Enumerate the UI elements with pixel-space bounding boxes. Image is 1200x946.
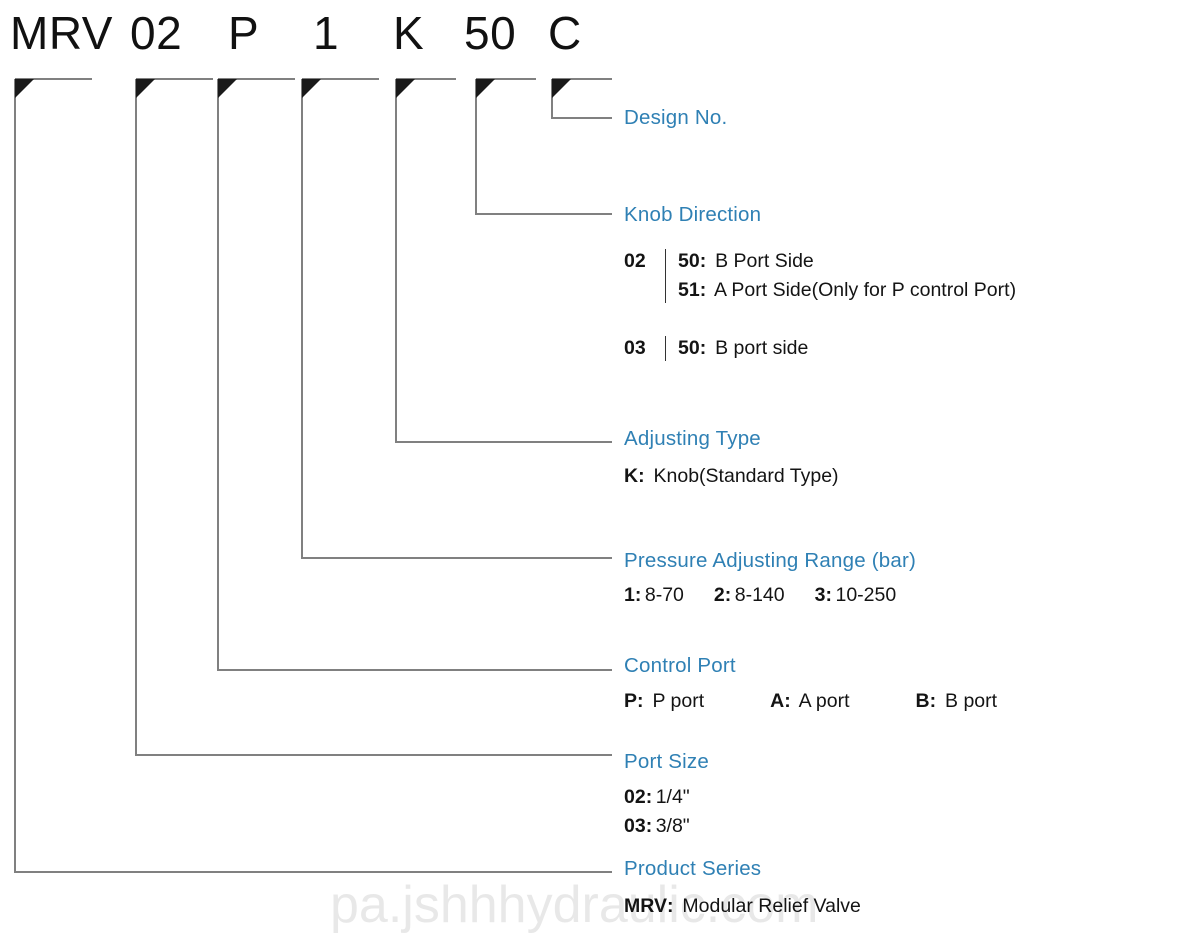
product-series-desc: Modular Relief Valve bbox=[682, 895, 861, 917]
section-knob-direction: Knob Direction 02 50: B Port Side 51: A … bbox=[624, 203, 1016, 363]
port-size-desc: 1/4" bbox=[655, 786, 690, 808]
knob-direction-options-02: 50: B Port Side 51: A Port Side(Only for… bbox=[678, 247, 1016, 305]
bracket-line-control-port bbox=[217, 79, 612, 671]
code-segment-control-port: P bbox=[228, 7, 260, 59]
control-port-sep: : bbox=[784, 690, 791, 712]
control-port-desc: A port bbox=[798, 690, 850, 712]
corner-marker-icon-7 bbox=[552, 79, 571, 98]
knob-option-sep: : bbox=[699, 279, 707, 301]
adjusting-type-sep: : bbox=[638, 465, 645, 487]
port-size-code: 02 bbox=[624, 786, 646, 808]
knob-direction-divider-02 bbox=[665, 249, 666, 303]
pressure-range-sep: : bbox=[634, 584, 642, 606]
bracket-line-product-series bbox=[14, 79, 612, 873]
section-design-no: Design No. bbox=[624, 106, 727, 130]
section-port-size: Port Size 02:1/4" 03:3/8" bbox=[624, 750, 709, 841]
adjusting-type-desc: Knob(Standard Type) bbox=[653, 465, 839, 487]
product-series-sep: : bbox=[666, 895, 674, 917]
pressure-range-code: 2 bbox=[713, 584, 725, 606]
pressure-range-desc: 8-70 bbox=[644, 584, 684, 606]
corner-marker-icon-4 bbox=[302, 79, 321, 98]
port-size-option-03: 03:3/8" bbox=[624, 812, 709, 841]
knob-option-desc: A Port Side(Only for P control Port) bbox=[714, 279, 1017, 301]
bracket-line-port-size bbox=[135, 79, 612, 756]
bracket-line-pressure-range bbox=[301, 79, 612, 559]
knob-direction-option-51: 51: A Port Side(Only for P control Port) bbox=[678, 276, 1016, 305]
port-size-desc: 3/8" bbox=[655, 815, 690, 837]
port-size-options: 02:1/4" 03:3/8" bbox=[624, 783, 709, 841]
code-segment-port-size: 02 bbox=[130, 7, 183, 59]
knob-option-sep: : bbox=[699, 250, 707, 272]
knob-direction-group-03: 03 50: B port side bbox=[624, 334, 1016, 363]
code-segment-pressure: 1 bbox=[313, 7, 340, 59]
knob-option-code: 51 bbox=[678, 279, 700, 301]
knob-option-desc: B port side bbox=[715, 337, 809, 359]
section-heading-design-no: Design No. bbox=[624, 106, 728, 129]
port-size-sep: : bbox=[645, 786, 653, 808]
knob-option-code: 50 bbox=[678, 250, 700, 272]
bracket-line-adjusting-type bbox=[395, 79, 612, 443]
pressure-range-sep: : bbox=[825, 584, 832, 606]
section-heading-pressure-range: Pressure Adjusting Range (bar) bbox=[624, 549, 917, 572]
control-port-code: B bbox=[915, 690, 930, 712]
port-size-sep: : bbox=[645, 815, 653, 837]
knob-direction-port-03: 03 bbox=[624, 337, 646, 359]
section-heading-knob-direction: Knob Direction bbox=[624, 203, 762, 226]
control-port-sep: : bbox=[637, 690, 644, 712]
control-port-code: P bbox=[624, 690, 638, 712]
corner-marker-icon-5 bbox=[396, 79, 415, 98]
port-size-option-02: 02:1/4" bbox=[624, 783, 709, 812]
knob-direction-option-50b: 50: B port side bbox=[678, 334, 808, 363]
model-code-row: MRV 02 P 1 K 50 C bbox=[0, 0, 600, 66]
section-adjusting-type: Adjusting Type K: Knob(Standard Type) bbox=[624, 427, 839, 489]
control-port-desc: B port bbox=[945, 690, 998, 712]
code-segment-series: MRV bbox=[10, 7, 113, 59]
product-series-options: MRV: Modular Relief Valve bbox=[624, 894, 861, 919]
knob-option-code: 50 bbox=[678, 337, 700, 359]
bracket-line-knob-direction bbox=[475, 79, 612, 215]
pressure-range-desc: 8-140 bbox=[734, 584, 785, 606]
section-control-port: Control Port P: P port A: A port B: B port bbox=[624, 654, 997, 714]
knob-option-desc: B Port Side bbox=[715, 250, 814, 272]
knob-direction-port-02: 02 bbox=[624, 250, 646, 272]
code-segment-design-no: C bbox=[548, 7, 582, 59]
section-heading-adjusting-type: Adjusting Type bbox=[624, 427, 761, 450]
code-segment-knob-dir: 50 bbox=[464, 7, 517, 59]
adjusting-type-code: K bbox=[624, 465, 639, 487]
control-port-sep: : bbox=[929, 690, 937, 712]
knob-direction-divider-03 bbox=[665, 336, 666, 361]
corner-marker-icon-2 bbox=[136, 79, 155, 98]
pressure-range-desc: 10-250 bbox=[835, 584, 897, 606]
section-heading-product-series: Product Series bbox=[624, 857, 762, 880]
section-product-series: Product Series MRV: Modular Relief Valve bbox=[624, 857, 861, 919]
adjusting-type-options: K: Knob(Standard Type) bbox=[624, 464, 839, 489]
knob-direction-options-03: 50: B port side bbox=[678, 334, 808, 363]
pressure-range-code: 3 bbox=[814, 584, 826, 606]
pressure-range-code: 1 bbox=[624, 584, 635, 606]
pressure-range-sep: : bbox=[724, 584, 732, 606]
knob-direction-option-50: 50: B Port Side bbox=[678, 247, 1016, 276]
control-port-desc: P port bbox=[652, 690, 705, 712]
control-port-options: P: P port A: A port B: B port bbox=[624, 689, 997, 714]
control-port-code: A bbox=[770, 690, 785, 712]
code-segment-adjust-type: K bbox=[393, 7, 425, 59]
product-series-code: MRV bbox=[624, 895, 667, 917]
corner-marker-icon-1 bbox=[15, 79, 34, 98]
corner-marker-icon-6 bbox=[476, 79, 495, 98]
section-heading-control-port: Control Port bbox=[624, 654, 736, 677]
knob-direction-group-02: 02 50: B Port Side 51: A Port Side(Only … bbox=[624, 247, 1016, 305]
corner-marker-icon-3 bbox=[218, 79, 237, 98]
knob-option-sep: : bbox=[699, 337, 707, 359]
section-heading-port-size: Port Size bbox=[624, 750, 709, 773]
port-size-code: 03 bbox=[624, 815, 646, 837]
